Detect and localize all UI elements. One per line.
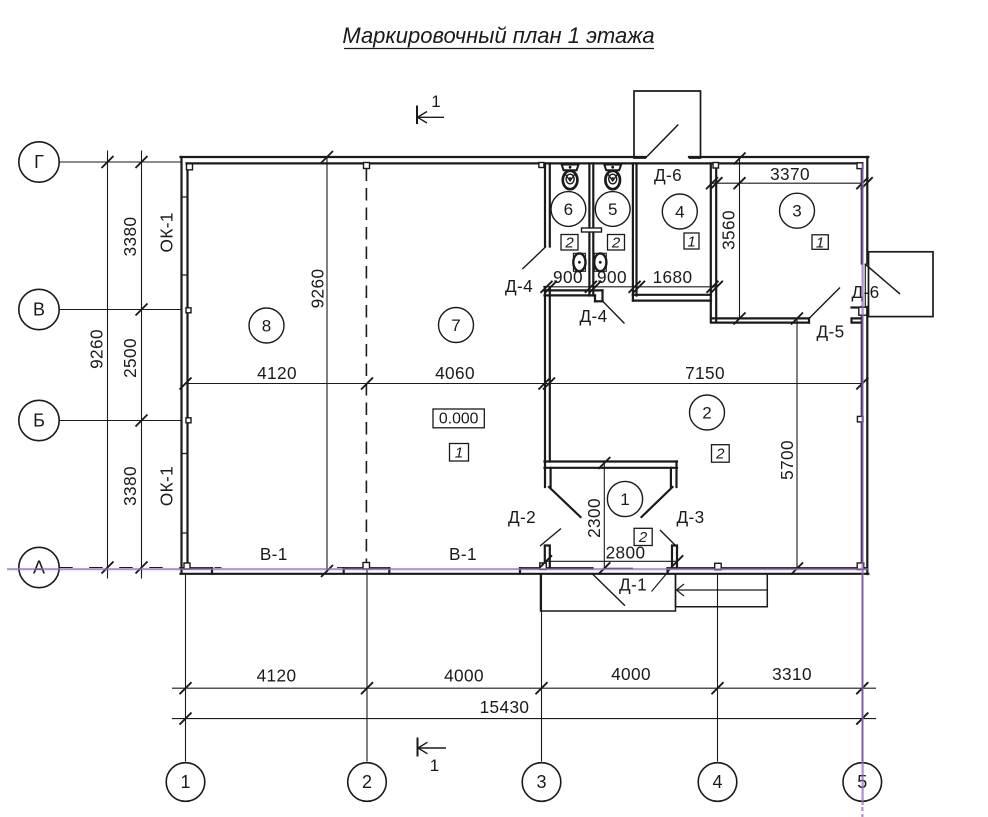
svg-text:3380: 3380	[120, 217, 140, 257]
svg-text:Д-3: Д-3	[676, 507, 704, 527]
svg-text:1: 1	[816, 234, 824, 251]
svg-text:2: 2	[564, 235, 574, 252]
svg-text:В-1: В-1	[260, 544, 288, 564]
svg-text:3: 3	[792, 202, 801, 221]
svg-text:А: А	[33, 558, 45, 578]
svg-text:9260: 9260	[308, 269, 328, 309]
svg-text:3560: 3560	[719, 210, 739, 250]
svg-text:ОК-1: ОК-1	[156, 466, 176, 506]
svg-text:5: 5	[608, 200, 617, 219]
svg-text:900: 900	[597, 267, 627, 287]
svg-text:В: В	[33, 300, 45, 320]
svg-text:Б: Б	[33, 411, 45, 431]
svg-text:4: 4	[675, 203, 684, 222]
svg-text:2: 2	[362, 772, 372, 792]
svg-text:Д-4: Д-4	[505, 276, 533, 296]
svg-text:2500: 2500	[120, 338, 140, 378]
svg-text:1: 1	[687, 234, 695, 251]
svg-text:Д-5: Д-5	[816, 322, 844, 342]
svg-text:1680: 1680	[653, 267, 693, 287]
svg-text:Д-4: Д-4	[579, 306, 607, 326]
svg-text:Маркировочный план 1 этажа: Маркировочный план 1 этажа	[342, 23, 654, 48]
svg-text:ОК-1: ОК-1	[156, 212, 176, 252]
svg-text:3310: 3310	[772, 664, 812, 684]
svg-text:4000: 4000	[611, 664, 651, 684]
svg-text:6: 6	[564, 200, 573, 219]
svg-text:4060: 4060	[435, 363, 475, 383]
svg-text:4120: 4120	[257, 666, 297, 686]
svg-text:7150: 7150	[685, 363, 725, 383]
svg-text:2300: 2300	[584, 498, 604, 538]
svg-text:Д-6: Д-6	[851, 282, 879, 302]
svg-text:В-1: В-1	[449, 544, 477, 564]
svg-text:1: 1	[620, 490, 629, 509]
svg-text:8: 8	[262, 317, 271, 336]
svg-text:4000: 4000	[444, 666, 484, 686]
svg-text:4: 4	[712, 772, 722, 792]
svg-text:900: 900	[553, 267, 583, 287]
svg-text:2: 2	[638, 529, 648, 546]
svg-text:3: 3	[536, 772, 546, 792]
svg-text:7: 7	[451, 316, 460, 335]
svg-text:Д-2: Д-2	[508, 507, 536, 527]
svg-text:Д-6: Д-6	[654, 165, 682, 185]
svg-text:Г: Г	[34, 152, 44, 172]
svg-text:1: 1	[180, 772, 190, 792]
svg-text:2800: 2800	[606, 543, 646, 563]
svg-text:Д-1: Д-1	[619, 575, 647, 595]
svg-text:3380: 3380	[120, 466, 140, 506]
svg-text:3370: 3370	[770, 164, 810, 184]
svg-text:1: 1	[455, 445, 463, 462]
svg-text:4120: 4120	[257, 363, 297, 383]
svg-text:9260: 9260	[87, 329, 107, 369]
svg-text:2: 2	[611, 235, 621, 252]
svg-text:0.000: 0.000	[439, 411, 479, 428]
svg-text:1: 1	[430, 756, 439, 775]
svg-text:1: 1	[431, 92, 440, 111]
svg-text:15430: 15430	[480, 697, 530, 717]
svg-text:5700: 5700	[777, 440, 797, 480]
svg-text:2: 2	[715, 446, 725, 463]
svg-text:2: 2	[702, 404, 711, 423]
